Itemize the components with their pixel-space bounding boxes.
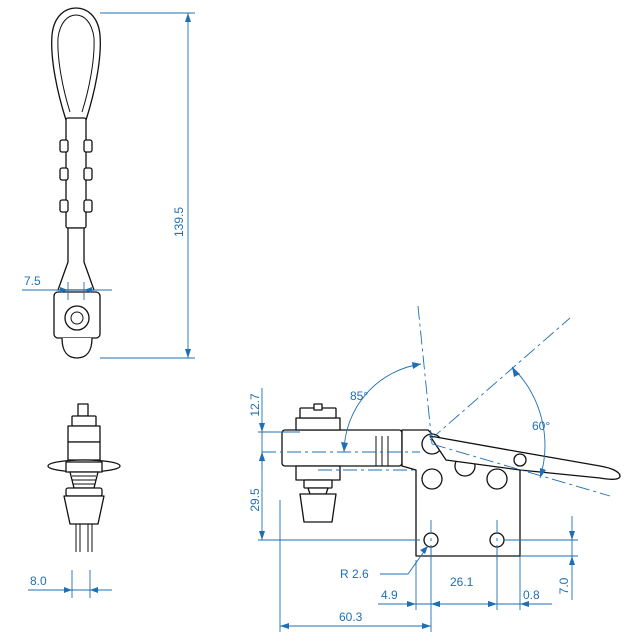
dimension-label-base-thickness: 7.0 — [557, 577, 571, 594]
extension-lines-bottom — [279, 500, 521, 632]
front-view-spindle — [47, 403, 121, 552]
dimension-label-edge-offset-left: 4.9 — [381, 588, 398, 602]
dimension-label-handle-width: 7.5 — [24, 274, 41, 288]
dimension-overall-height: 139.5 — [100, 12, 195, 359]
dimension-base-thickness: 7.0 — [504, 516, 578, 600]
dimension-label-foot-spacing: 8.0 — [30, 574, 47, 588]
handle-lever-arm — [65, 117, 87, 229]
dimension-label-edge-offset-right: 0.8 — [523, 588, 540, 602]
dimension-label-height-to-base: 29.5 — [248, 488, 262, 512]
top-view-handle — [51, 7, 101, 359]
handle-bottom-loop — [61, 337, 93, 359]
spindle-rubber-tip — [63, 495, 105, 525]
dimension-edge-offset-left: 4.9 — [378, 588, 442, 607]
dimension-angle-85: 85° — [341, 362, 422, 453]
handle-bolt-hex — [64, 305, 90, 331]
dimension-label-overall-height: 139.5 — [172, 207, 186, 237]
dimension-angle-60: 60° — [511, 366, 550, 479]
center-lines — [262, 305, 611, 560]
dimension-height-to-base: 29.5 — [248, 452, 420, 541]
dimension-label-overall-length: 60.3 — [339, 610, 363, 624]
handle-grip-outline — [51, 7, 101, 121]
side-view-clamp — [281, 403, 621, 557]
handle-grip-inner — [57, 14, 95, 113]
dimension-label-hole-radius: R 2.6 — [340, 567, 369, 581]
handle-fork — [57, 227, 95, 291]
handle-rivets — [59, 139, 93, 213]
dimension-edge-offset-right: 0.8 — [486, 588, 552, 607]
dimension-label-top-offset: 12.7 — [248, 393, 262, 417]
dimension-label-hole-spacing: 26.1 — [450, 575, 474, 589]
dimension-hole-spacing: 26.1 — [431, 575, 497, 607]
dimension-handle-width: 7.5 — [22, 274, 112, 300]
dimension-label-angle-85: 85° — [350, 389, 368, 403]
dimension-label-angle-60: 60° — [532, 419, 550, 433]
dimension-foot-spacing: 8.0 — [28, 570, 112, 598]
side-rubber-tip — [299, 493, 337, 523]
dimension-hole-radius: R 2.6 — [340, 545, 429, 581]
dimension-overall-length: 60.3 — [280, 610, 431, 629]
handle-bolt-center — [70, 311, 84, 325]
